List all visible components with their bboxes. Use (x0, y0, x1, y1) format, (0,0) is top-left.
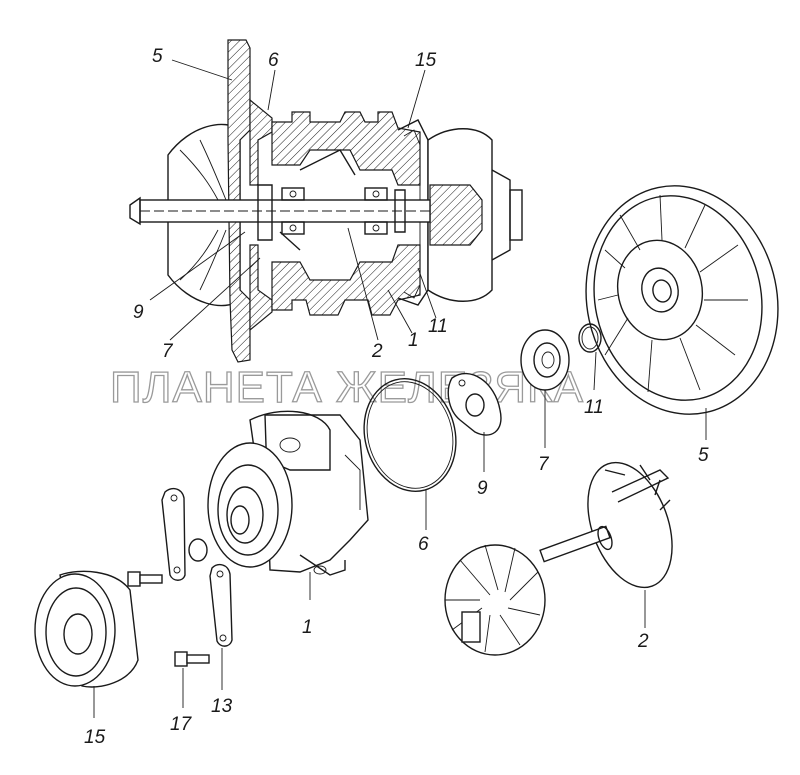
part-5-backplate (585, 185, 779, 415)
callout-section-11: 11 (428, 316, 448, 337)
part-11-oring (578, 323, 602, 353)
part-1-bearing-housing (207, 410, 369, 576)
callout-section-6: 6 (268, 50, 279, 71)
part-9-seal-plate (447, 372, 502, 436)
callout-section-7: 7 (162, 341, 174, 362)
section-leader-lines (149, 59, 437, 341)
cartridge-section-view (129, 39, 523, 363)
watermark-text: ПЛАНЕТА ЖЕЛЕЗЯКА (110, 363, 584, 412)
callout-part-11: 11 (584, 397, 604, 418)
callout-section-15: 15 (415, 50, 437, 71)
callout-part-1: 1 (302, 617, 313, 638)
part-13-lock-plate-lower (209, 563, 233, 647)
part-leader-lines (93, 351, 707, 718)
part-7-thrust-washer (520, 329, 570, 391)
part-13-lock-plate-upper (161, 487, 186, 581)
part-6-large-oring (363, 378, 457, 492)
callout-section-5: 5 (152, 46, 163, 67)
callout-part-6: 6 (418, 534, 429, 555)
part-2-rotor-assembly (444, 461, 673, 656)
callout-section-1: 1 (408, 330, 419, 351)
part-17-bolt-lower (174, 651, 210, 667)
callout-part-17: 17 (170, 714, 193, 735)
callout-part-13: 13 (211, 696, 233, 717)
callout-part-2: 2 (637, 631, 649, 652)
callout-part-9: 9 (477, 478, 488, 499)
part-17-bolt-upper (127, 571, 163, 587)
part-15-ring (34, 570, 139, 688)
callout-section-9: 9 (133, 302, 144, 323)
part-oring-small (188, 538, 208, 562)
callout-part-5: 5 (698, 445, 709, 466)
callout-part-15: 15 (84, 727, 106, 748)
callout-section-2: 2 (371, 341, 383, 362)
callout-part-7: 7 (538, 454, 550, 475)
